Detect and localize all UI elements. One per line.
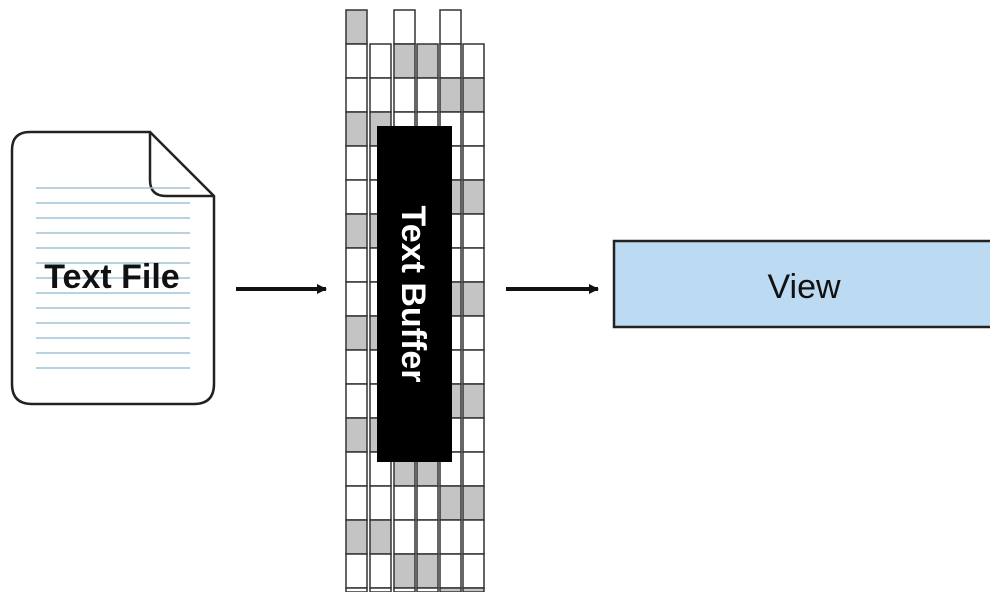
buffer-cell — [345, 281, 368, 317]
buffer-cell — [462, 43, 485, 79]
buffer-cell — [369, 553, 392, 589]
buffer-cell — [462, 519, 485, 555]
buffer-cell — [462, 145, 485, 181]
buffer-cell — [369, 77, 392, 113]
buffer-cell — [462, 349, 485, 385]
buffer-cell — [345, 9, 368, 45]
buffer-cell — [345, 77, 368, 113]
buffer-cell — [439, 43, 462, 79]
buffer-cell — [345, 111, 368, 147]
document-icon — [10, 130, 216, 406]
buffer-cell — [462, 383, 485, 419]
text-file-node: Text File — [10, 130, 216, 406]
buffer-cell — [416, 77, 439, 113]
buffer-cell — [369, 43, 392, 79]
buffer-cell — [345, 145, 368, 181]
buffer-cell — [462, 179, 485, 215]
buffer-cell — [416, 553, 439, 589]
buffer-cell — [439, 587, 462, 592]
buffer-cell — [345, 349, 368, 385]
buffer-cell — [439, 553, 462, 589]
buffer-cell — [369, 485, 392, 521]
buffer-cell — [393, 587, 416, 592]
view-node: View — [612, 239, 990, 329]
buffer-cell — [439, 77, 462, 113]
buffer-cell — [345, 553, 368, 589]
buffer-cell — [416, 587, 439, 592]
buffer-cell — [439, 485, 462, 521]
buffer-cell — [369, 519, 392, 555]
buffer-cell — [462, 213, 485, 249]
buffer-cell — [393, 485, 416, 521]
buffer-cell — [462, 485, 485, 521]
text-buffer-label: Text Buffer — [394, 206, 432, 383]
buffer-cell — [462, 587, 485, 592]
buffer-cell — [345, 383, 368, 419]
buffer-cell — [416, 43, 439, 79]
buffer-cell — [439, 9, 462, 45]
buffer-cell — [345, 315, 368, 351]
buffer-cell — [345, 179, 368, 215]
view-label: View — [767, 268, 841, 306]
buffer-cell — [345, 417, 368, 453]
page-fold-icon — [148, 132, 214, 198]
buffer-cell — [416, 519, 439, 555]
buffer-cell — [462, 553, 485, 589]
view-box — [612, 239, 990, 329]
buffer-cell — [416, 485, 439, 521]
buffer-cell — [462, 281, 485, 317]
buffer-cell — [462, 417, 485, 453]
buffer-cell — [345, 587, 368, 592]
buffer-cell — [462, 77, 485, 113]
buffer-cell — [393, 519, 416, 555]
buffer-cell — [345, 43, 368, 79]
text-buffer-block — [377, 126, 452, 462]
buffer-cell — [345, 451, 368, 487]
buffer-cell — [345, 519, 368, 555]
buffer-cell — [345, 247, 368, 283]
buffer-cell — [393, 43, 416, 79]
buffer-cell — [393, 9, 416, 45]
buffer-cell — [439, 519, 462, 555]
buffer-cell — [462, 315, 485, 351]
buffer-cell — [393, 553, 416, 589]
buffer-cell — [345, 213, 368, 249]
buffer-cell — [393, 77, 416, 113]
file-text-lines — [36, 187, 190, 369]
text-file-label: Text File — [44, 258, 179, 296]
buffer-cell — [462, 247, 485, 283]
buffer-cell — [369, 587, 392, 592]
buffer-cell — [462, 451, 485, 487]
buffer-cell — [345, 485, 368, 521]
buffer-cell — [462, 111, 485, 147]
